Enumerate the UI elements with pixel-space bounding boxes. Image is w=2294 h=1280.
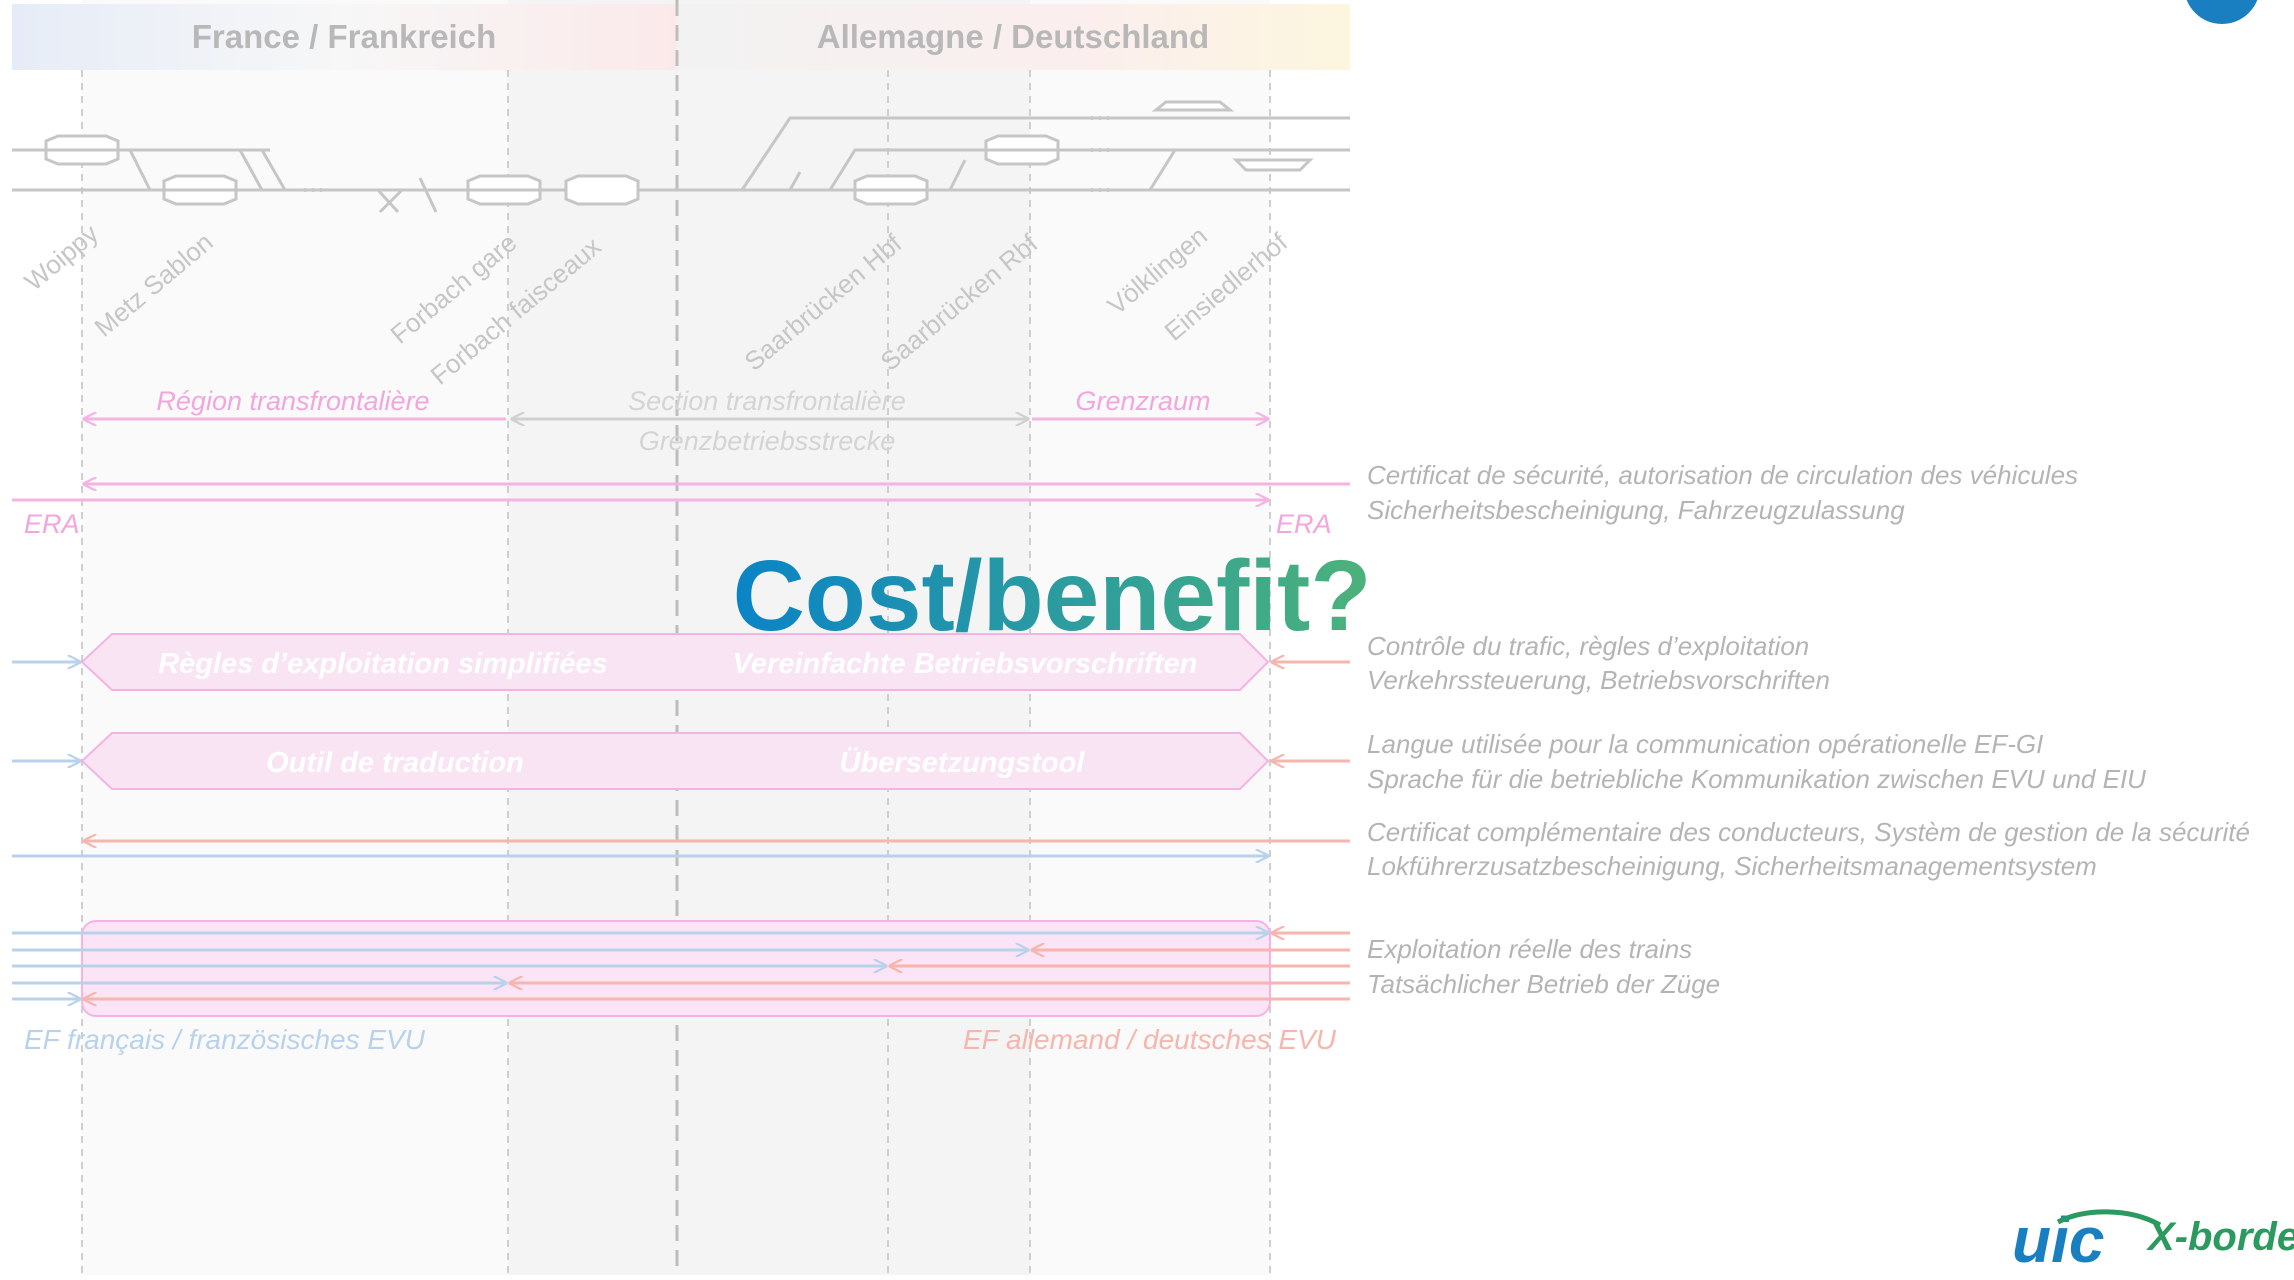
header-france: France / Frankreich <box>192 18 496 55</box>
station-platforms <box>44 100 1314 206</box>
era-left-label: ERA <box>24 509 80 539</box>
desc-5-de: Tatsächlicher Betrieb der Züge <box>1367 969 1720 999</box>
label-section-transfrontaliere: Section transfrontalière <box>628 386 906 416</box>
descriptions: Certificat de sécurité, autorisation de … <box>1367 460 2250 999</box>
desc-2-de: Verkehrssteuerung, Betriebsvorschriften <box>1367 665 1830 695</box>
desc-1-de: Sicherheitsbescheinigung, Fahrzeugzulass… <box>1367 495 1905 525</box>
label-region-transfrontaliere: Région transfrontalière <box>156 386 429 416</box>
operation-box <box>81 920 1271 1017</box>
desc-1-fr: Certificat de sécurité, autorisation de … <box>1367 460 2078 490</box>
cost-benefit-title: Cost/benefit? <box>733 540 1372 652</box>
logo-swoosh <box>2056 1209 2162 1228</box>
tool-de-label: Übersetzungstool <box>840 746 1086 779</box>
uic-x-border-logo: uic X-borde <box>2012 1204 2294 1276</box>
rules-fr-label: Règles d’exploitation simplifiées <box>158 648 608 680</box>
header-de-band <box>676 4 1350 70</box>
rules-de-label: Vereinfachte Betriebsvorschriften <box>733 648 1198 680</box>
corner-badge <box>2186 0 2258 24</box>
desc-3-fr: Langue utilisée pour la communication op… <box>1367 729 2043 759</box>
desc-3-de: Sprache für die betriebliche Kommunikati… <box>1367 764 2146 794</box>
operator-fr-label: EF français / französisches EVU <box>24 1024 426 1055</box>
label-grenzraum: Grenzraum <box>1075 386 1210 416</box>
operator-de-label: EF allemand / deutsches EVU <box>963 1024 1337 1055</box>
desc-2-fr: Contrôle du trafic, règles d’exploitatio… <box>1367 631 1809 661</box>
desc-5-fr: Exploitation réelle des trains <box>1367 934 1692 964</box>
translation-bar <box>80 732 1270 790</box>
operation-arrows <box>12 933 1350 999</box>
logo-uic-mark: uic <box>2012 1204 2104 1275</box>
desc-4-de: Lokführerzusatzbescheinigung, Sicherheit… <box>1367 851 2097 881</box>
rules-bar <box>80 633 1270 691</box>
desc-4-fr: Certificat complémentaire des conducteur… <box>1367 817 2250 847</box>
label-grenzbetriebsstrecke: Grenzbetriebsstrecke <box>639 426 896 456</box>
era-right-label: ERA <box>1276 509 1332 539</box>
logo-text: X-borde <box>2146 1215 2294 1259</box>
header-fr-band <box>12 4 676 70</box>
track-gaps <box>303 116 1110 192</box>
header-germany: Allemagne / Deutschland <box>817 18 1209 55</box>
tool-fr-label: Outil de traduction <box>266 747 524 779</box>
